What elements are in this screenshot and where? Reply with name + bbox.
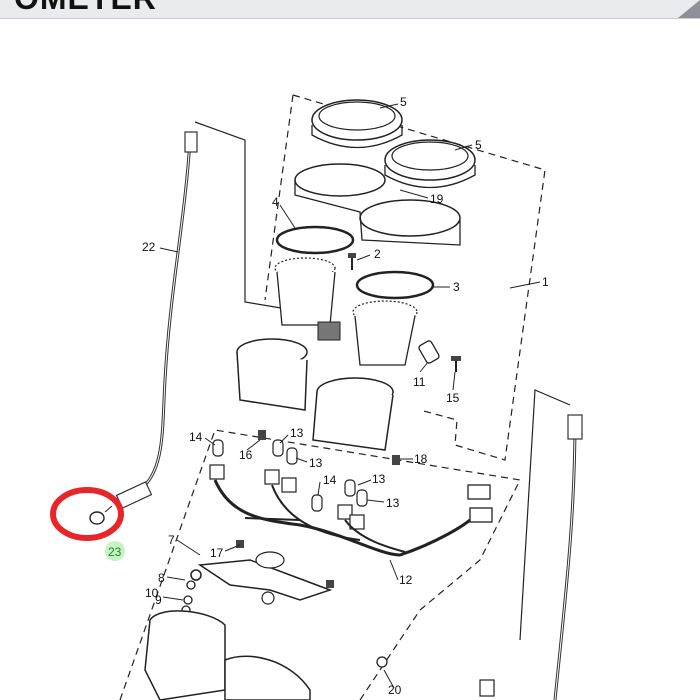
callout-17: 17 bbox=[210, 546, 224, 560]
washers bbox=[181, 540, 334, 615]
callout-5b: 5 bbox=[475, 138, 482, 152]
callout-labels: 1 2 3 4 5 5 19 11 15 22 14 16 13 13 18 1… bbox=[108, 95, 549, 697]
callout-10: 10 bbox=[145, 586, 159, 600]
highlight-label-bg bbox=[105, 541, 125, 561]
gasket-4 bbox=[275, 225, 355, 255]
callout-3: 3 bbox=[453, 280, 460, 294]
callout-14b: 14 bbox=[323, 473, 337, 487]
callout-7: 7 bbox=[168, 533, 175, 547]
callout-8: 8 bbox=[158, 571, 165, 585]
bulb-sockets bbox=[209, 430, 400, 530]
callout-14a: 14 bbox=[189, 430, 203, 444]
callout-13b: 13 bbox=[309, 456, 323, 470]
leader-lines bbox=[159, 103, 541, 689]
meter-case bbox=[236, 338, 394, 451]
callout-2: 2 bbox=[374, 247, 381, 261]
highlight-circle bbox=[50, 487, 124, 541]
callout-13a: 13 bbox=[290, 426, 304, 440]
callout-19: 19 bbox=[430, 192, 444, 206]
left-speedometer-cable bbox=[115, 131, 198, 509]
callout-20: 20 bbox=[388, 683, 402, 697]
callout-13d: 13 bbox=[386, 496, 400, 510]
callout-9: 9 bbox=[155, 593, 162, 607]
right-speedometer-cable bbox=[553, 414, 583, 700]
gauge-face-right bbox=[352, 300, 418, 366]
screw-2 bbox=[348, 253, 356, 270]
callout-5a: 5 bbox=[400, 95, 407, 109]
oring-23 bbox=[89, 505, 113, 525]
header-corner-decoration bbox=[678, 0, 700, 18]
callout-15: 15 bbox=[446, 391, 460, 405]
callout-13c: 13 bbox=[372, 472, 386, 486]
page-title: OMETER bbox=[14, 0, 157, 17]
assembly-outline-left bbox=[264, 94, 294, 301]
callout-16: 16 bbox=[239, 448, 253, 462]
right-cable-bracket bbox=[519, 389, 571, 641]
assembly-outline-lower bbox=[119, 429, 521, 700]
bezel-ring-5b bbox=[384, 139, 476, 189]
screw-15 bbox=[451, 356, 461, 372]
wiring-harness-12 bbox=[213, 479, 493, 557]
callout-18: 18 bbox=[414, 452, 428, 466]
callout-4: 4 bbox=[272, 195, 279, 209]
gauge-face-left bbox=[274, 257, 341, 341]
meter-cover-19 bbox=[294, 163, 461, 246]
cable-bracket-line bbox=[194, 121, 306, 313]
callout-12: 12 bbox=[399, 573, 413, 587]
knob-11 bbox=[418, 340, 440, 364]
callout-22: 22 bbox=[142, 240, 156, 254]
lower-housing bbox=[144, 610, 495, 700]
callout-1: 1 bbox=[542, 275, 549, 289]
bracket-7 bbox=[197, 551, 333, 605]
gasket-3 bbox=[355, 270, 435, 300]
assembly-outline-upper bbox=[292, 94, 546, 461]
callout-11: 11 bbox=[413, 375, 426, 389]
callout-23: 23 bbox=[108, 545, 122, 559]
bezel-ring-5a bbox=[311, 99, 403, 149]
header-bar: OMETER bbox=[0, 0, 700, 19]
